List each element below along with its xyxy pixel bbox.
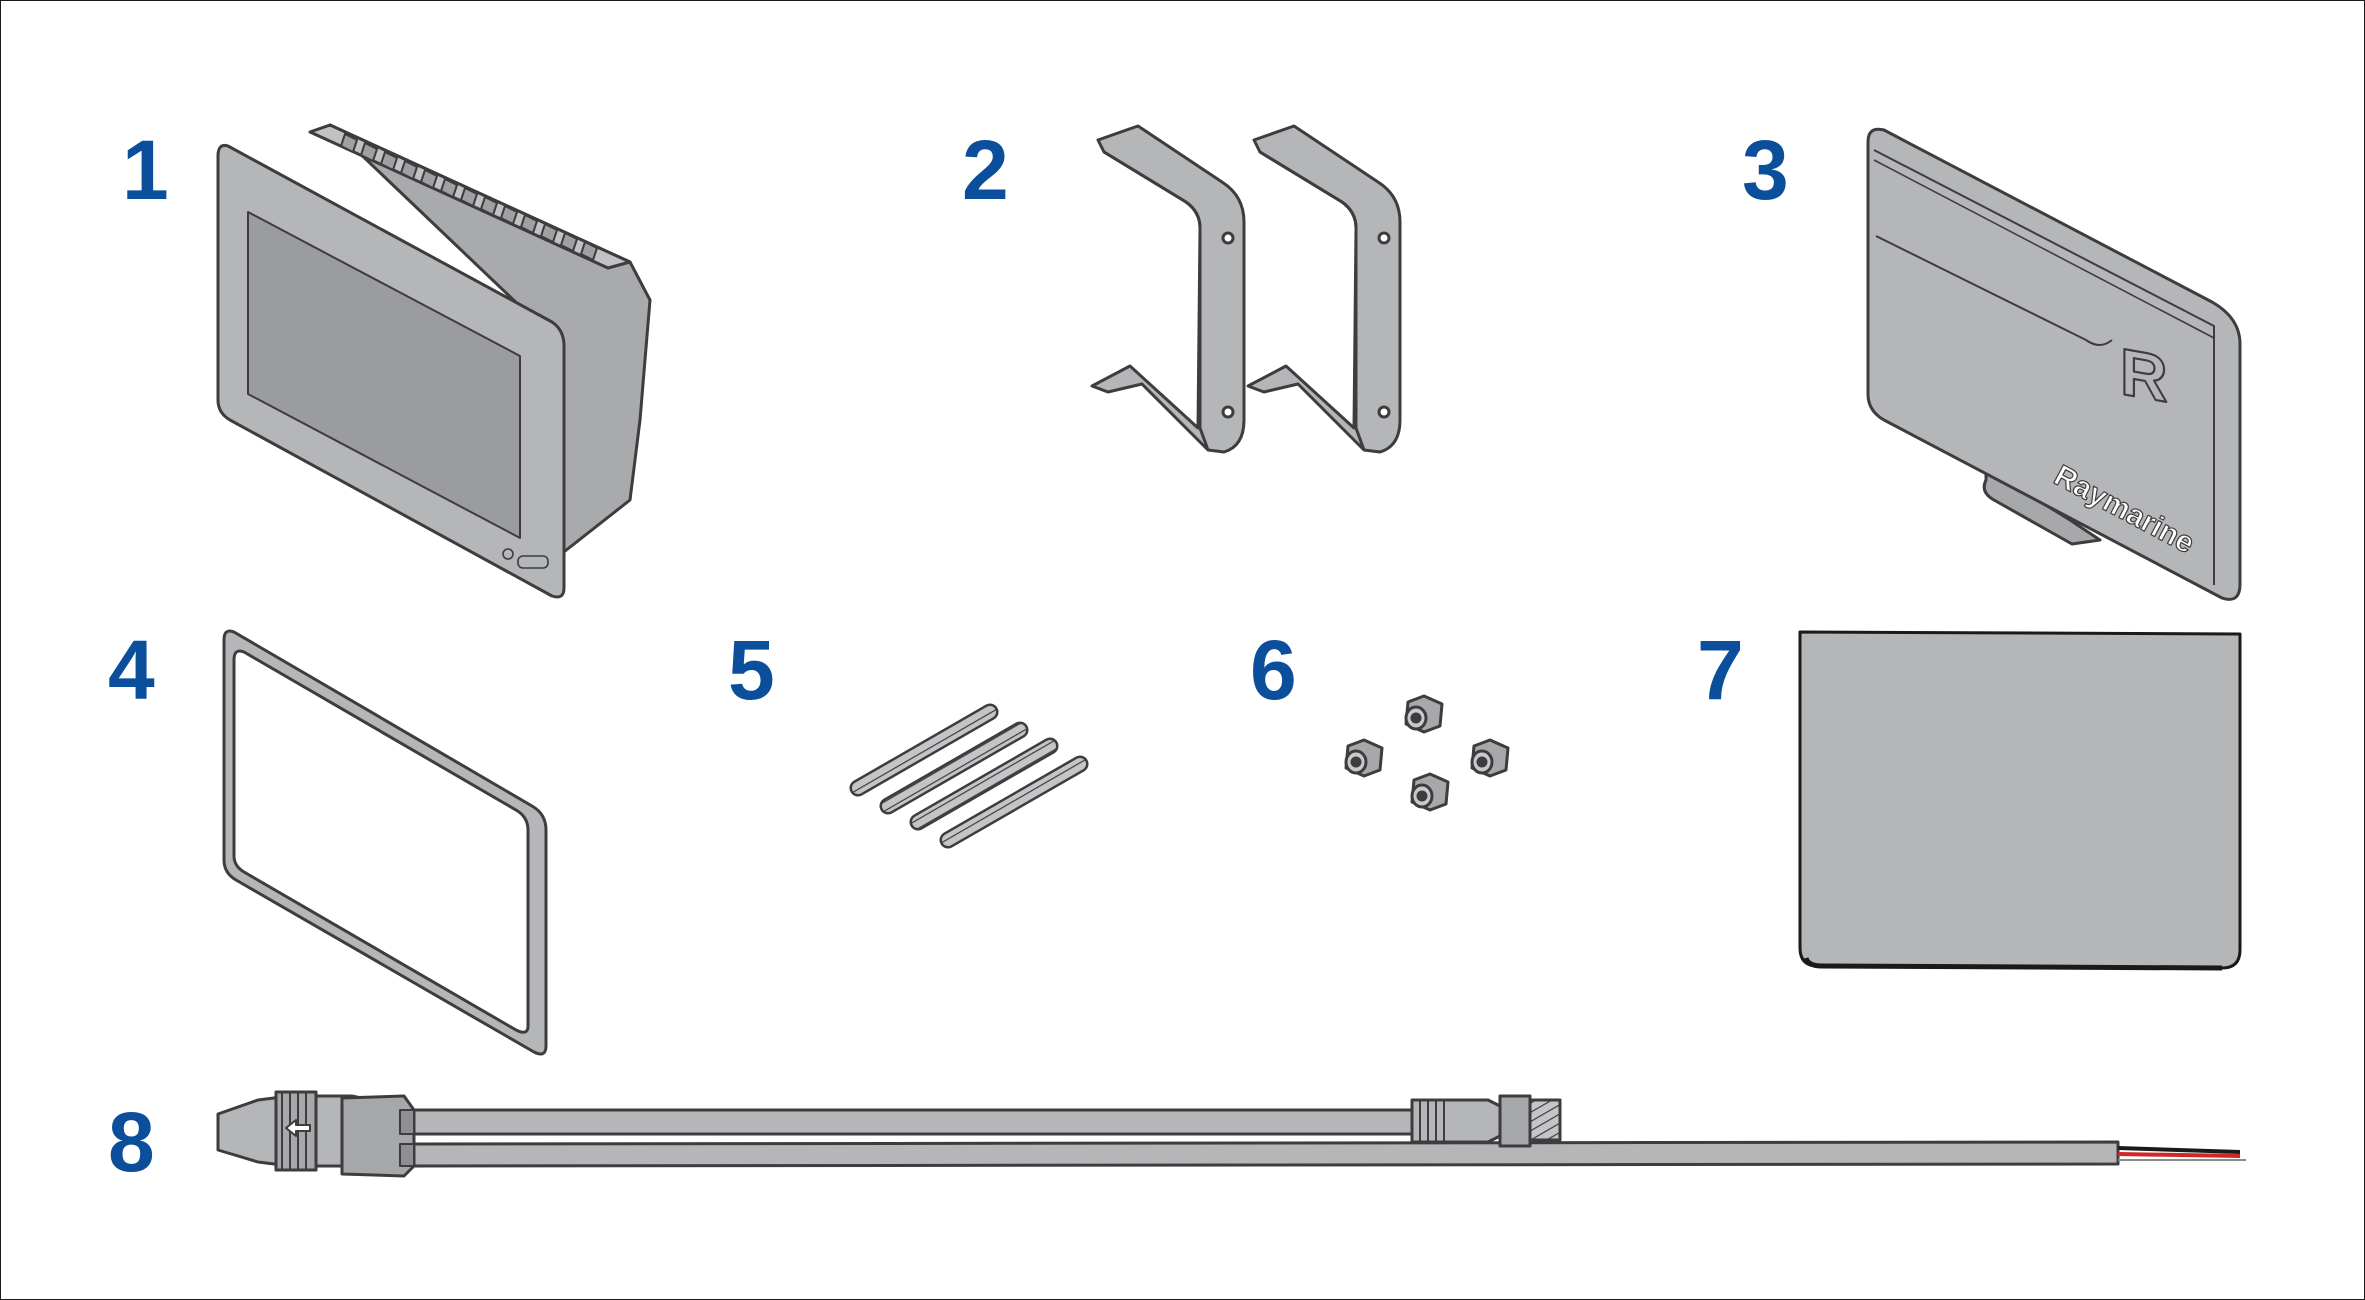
item-number-6: 6: [1250, 623, 1297, 717]
item-number-1: 1: [122, 123, 169, 217]
item-number-7: 7: [1697, 623, 1744, 717]
item-number-8: 8: [108, 1095, 155, 1189]
cloth-icon: [1798, 630, 2242, 971]
power-cable-icon: [216, 1090, 2246, 1178]
display-unit-icon: [216, 123, 652, 599]
item-number-5: 5: [728, 623, 775, 717]
item-number-4: 4: [108, 623, 155, 717]
item-number-3: 3: [1742, 123, 1789, 217]
sun-cover-icon: R Raymarine: [1866, 127, 2242, 601]
logo-letter: R: [2120, 335, 2168, 417]
gasket-icon: [222, 629, 548, 1056]
item-number-2: 2: [962, 123, 1009, 217]
mounting-brackets-icon: [1090, 124, 1402, 454]
threaded-studs-icon: [849, 703, 1089, 849]
thumb-nuts-icon: [1344, 694, 1510, 812]
